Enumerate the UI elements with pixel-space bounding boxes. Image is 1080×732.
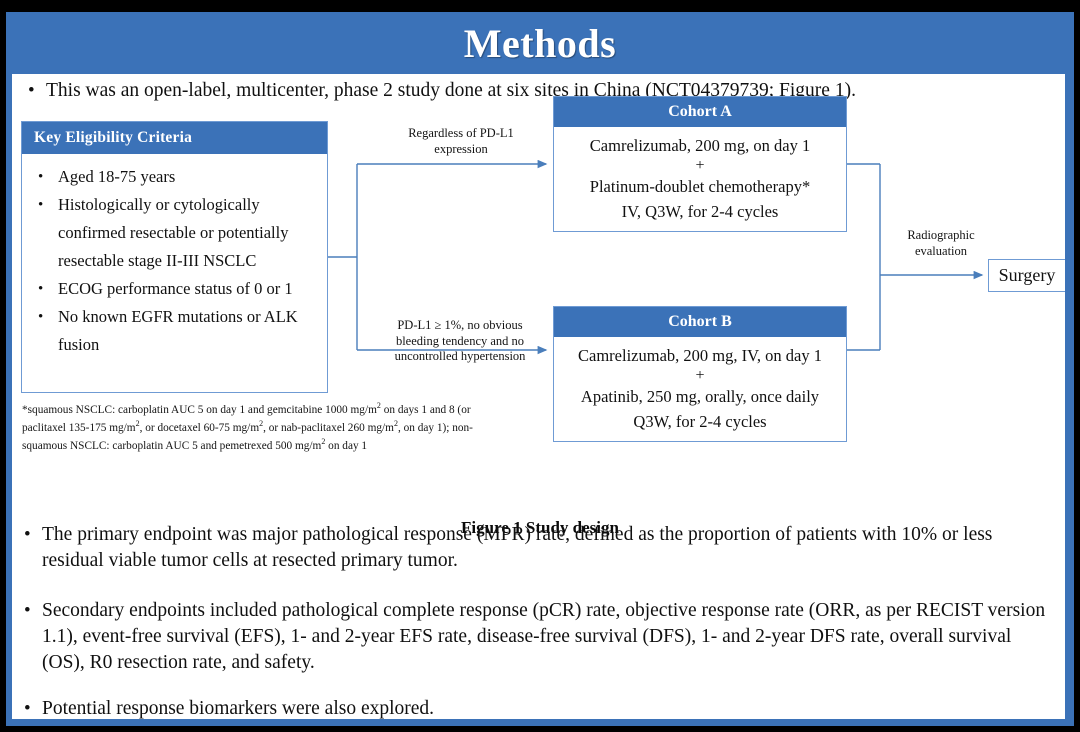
bullet-secondary-endpoints: • Secondary endpoints included pathologi…: [20, 598, 1050, 676]
bullet-intro-text: This was an open-label, multicenter, pha…: [46, 80, 856, 101]
cohort-b-line-3: Q3W, for 2-4 cycles: [633, 412, 767, 431]
label-pdl1-line-2: bleeding tendency and no: [395, 333, 525, 348]
list-item: No known EGFR mutations or ALK fusion: [30, 303, 319, 359]
eligibility-header: Key Eligibility Criteria: [22, 122, 327, 154]
bullet-primary-endpoint: • The primary endpoint was major patholo…: [20, 522, 1046, 574]
label-pdl1-criteria: PD-L1 ≥ 1%, no obvious bleeding tendency…: [360, 318, 560, 365]
cohort-a-header: Cohort A: [554, 97, 846, 127]
footnote-line-1: *squamous NSCLC: carboplatin AUC 5 on da…: [22, 401, 471, 416]
figure-caption: Figure 1 Study design: [461, 518, 619, 537]
label-pdl1-line-3: uncontrolled hypertension: [394, 349, 526, 363]
cohort-b-line-2: Apatinib, 250 mg, orally, once daily: [580, 387, 820, 406]
footnote-line-2: paclitaxel 135-175 mg/m2, or docetaxel 6…: [22, 418, 473, 434]
list-item: ECOG performance status of 0 or 1: [30, 275, 319, 303]
bullet-marker: •: [28, 80, 35, 101]
cohort-b-header: Cohort B: [554, 307, 846, 337]
label-radiographic-evaluation: Radiographic evaluation: [886, 228, 996, 259]
bullet-marker: •: [24, 524, 31, 545]
label-pdl1-line-1: PD-L1 ≥ 1%, no obvious: [397, 318, 523, 332]
list-item: Histologically or cytologically confirme…: [30, 191, 319, 275]
cohort-b-box: Cohort B Camrelizumab, 200 mg, IV, on da…: [553, 306, 847, 442]
cohort-b-body: Camrelizumab, 200 mg, IV, on day 1 + Apa…: [554, 337, 846, 434]
cohort-a-box: Cohort A Camrelizumab, 200 mg, on day 1 …: [553, 96, 847, 232]
bullet-biomarkers: • Potential response biomarkers were als…: [20, 696, 1020, 719]
cohort-b-line-1: Camrelizumab, 200 mg, IV, on day 1: [578, 346, 822, 365]
eligibility-list: Aged 18-75 years Histologically or cytol…: [22, 154, 327, 359]
slide-title-bar: Methods: [12, 12, 1068, 74]
cohort-a-line-1: Camrelizumab, 200 mg, on day 1: [589, 136, 811, 155]
label-regardless-of-pdl1: Regardless of PD-L1 expression: [368, 126, 554, 157]
label-regardless-line-2: expression: [434, 141, 488, 156]
bullet-biomarkers-text: Potential response biomarkers were also …: [42, 698, 435, 719]
cohort-a-line-2: Platinum-doublet chemotherapy*: [589, 177, 811, 196]
surgery-label: Surgery: [998, 265, 1056, 285]
page-title: Methods: [463, 20, 617, 66]
cohort-a-body: Camrelizumab, 200 mg, on day 1 + Platinu…: [554, 127, 846, 224]
label-radiographic-line-1: Radiographic: [907, 228, 975, 242]
list-item: Aged 18-75 years: [30, 163, 319, 191]
cohort-a-line-3: IV, Q3W, for 2-4 cycles: [621, 202, 779, 221]
bullet-marker: •: [24, 600, 31, 621]
figure-study-design: Key Eligibility Criteria Aged 18-75 year…: [12, 96, 1065, 537]
bullet-marker: •: [24, 698, 31, 719]
footnote-line-3: squamous NSCLC: carboplatin AUC 5 and pe…: [22, 436, 368, 452]
bullet-intro: • This was an open-label, multicenter, p…: [24, 78, 1054, 104]
bullet-primary-endpoint-text: The primary endpoint was major pathologi…: [42, 524, 993, 571]
label-radiographic-line-2: evaluation: [914, 243, 968, 258]
cohort-b-plus: +: [695, 367, 705, 384]
slide-content-area: • This was an open-label, multicenter, p…: [12, 74, 1068, 722]
label-regardless-line-1: Regardless of PD-L1: [408, 126, 514, 140]
eligibility-criteria-box: Key Eligibility Criteria Aged 18-75 year…: [21, 121, 328, 393]
bullet-secondary-endpoints-text: Secondary endpoints included pathologica…: [42, 600, 1046, 673]
surgery-box: Surgery: [988, 259, 1065, 292]
chemotherapy-footnote: *squamous NSCLC: carboplatin AUC 5 on da…: [22, 399, 552, 453]
cohort-a-plus: +: [695, 157, 705, 174]
